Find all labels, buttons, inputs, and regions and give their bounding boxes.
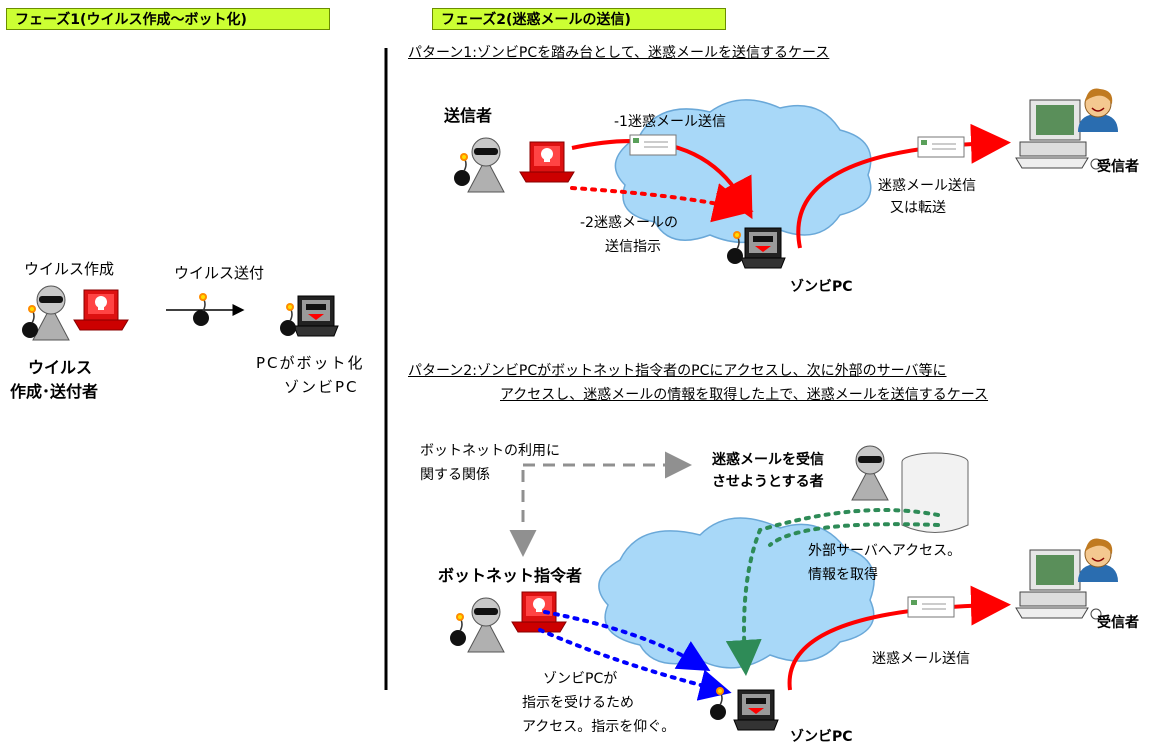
virus-actor-line1: ウイルス: [28, 358, 93, 377]
p2-cloud-icon: [598, 517, 875, 669]
p2-zombie-bomb-icon: [709, 686, 727, 721]
phase2-header: フェーズ2(迷惑メールの送信): [432, 8, 726, 30]
p1-zombie-bomb-icon: [279, 302, 297, 337]
p2-send-label: 迷惑メール送信: [872, 651, 970, 667]
p1-zombie-pc-icon-2: [740, 227, 786, 269]
p1-bomb-icon: [21, 304, 39, 339]
zombie-note-line3: アクセス。指示を仰ぐ。: [522, 719, 676, 735]
p1-receiver-label: 受信者: [1097, 159, 1139, 175]
spammer-line1: 迷惑メールを受信: [712, 452, 824, 468]
phase1-header: フェーズ1(ウイルス作成～ボット化): [6, 8, 330, 30]
p1-hacker-icon: [32, 285, 70, 341]
p1-zombie-label: ゾンビPC: [790, 279, 853, 295]
p1-cloud-icon: [614, 99, 872, 244]
step1-label: -1迷惑メール送信: [614, 114, 726, 130]
server-access-line2: 情報を取得: [808, 567, 878, 583]
pc-bot-line1: PCがボット化: [256, 354, 365, 372]
virus-create-label: ウイルス作成: [24, 260, 115, 278]
phase1-label: フェーズ1(ウイルス作成～ボット化): [15, 12, 247, 28]
sender-label: 送信者: [444, 106, 493, 125]
virus-send-label: ウイルス送付: [174, 264, 265, 282]
p2-envelope-icon: [907, 596, 955, 618]
virus-actor-line2: 作成･送付者: [10, 382, 99, 401]
commander-hacker-icon: [467, 597, 505, 653]
p1-forward-envelope-icon: [917, 136, 965, 158]
sender-hacker-icon: [467, 137, 505, 193]
step2-line1: -2迷惑メールの: [580, 215, 678, 231]
forward-line2: 又は転送: [890, 200, 946, 216]
server-access-arrow-2: [768, 522, 940, 547]
zombie-note-line2: 指示を受けるため: [522, 695, 634, 711]
commander-bomb-icon: [449, 612, 467, 647]
pc-bot-line2: ゾンビPC: [284, 378, 359, 396]
server-access-line1: 外部サーバへアクセス。: [808, 543, 962, 559]
instruction-arrow-1: [543, 610, 711, 672]
commander-skull-pc-icon: [511, 591, 567, 633]
spammer-line2: させようとする者: [712, 474, 824, 490]
p2-zombie-label: ゾンビPC: [790, 729, 853, 745]
server-access-arrow: [725, 508, 940, 676]
commander-label: ボットネット指令者: [438, 566, 583, 585]
pattern2-title-line1: パターン2:ゾンビPCがボットネット指令者のPCにアクセスし、次に外部のサーバ等…: [408, 363, 947, 379]
p2-zombie-pc-icon: [733, 689, 779, 731]
p1-zombie-pc-icon: [293, 295, 339, 337]
send-instruction-arrow: [570, 183, 754, 223]
p1-skull-pc-icon: [73, 289, 129, 331]
zombie-note-line1: ゾンビPCが: [543, 671, 618, 687]
forward-line1: 迷惑メール送信: [878, 178, 976, 194]
phase2-label: フェーズ2(迷惑メールの送信): [441, 12, 631, 28]
instruction-arrow-2: [538, 628, 732, 701]
step2-line2: 送信指示: [605, 239, 661, 255]
database-icon: [901, 452, 969, 533]
p2-receiver-label: 受信者: [1097, 615, 1139, 631]
sender-skull-pc-icon: [519, 141, 575, 183]
p2-receiver-icon: [1015, 537, 1119, 620]
pattern1-title: パターン1:ゾンビPCを踏み台として、迷惑メールを送信するケース: [408, 45, 830, 61]
sender-bomb-icon: [453, 152, 471, 187]
p1-envelope-icon: [629, 134, 677, 156]
pattern2-title-line2: アクセスし、迷惑メールの情報を取得した上で、迷惑メールを送信するケース: [500, 387, 989, 403]
relation-line2: 関する関係: [420, 467, 490, 483]
spammer-hacker-icon: [851, 445, 889, 501]
relation-line1: ボットネットの利用に: [420, 443, 560, 459]
